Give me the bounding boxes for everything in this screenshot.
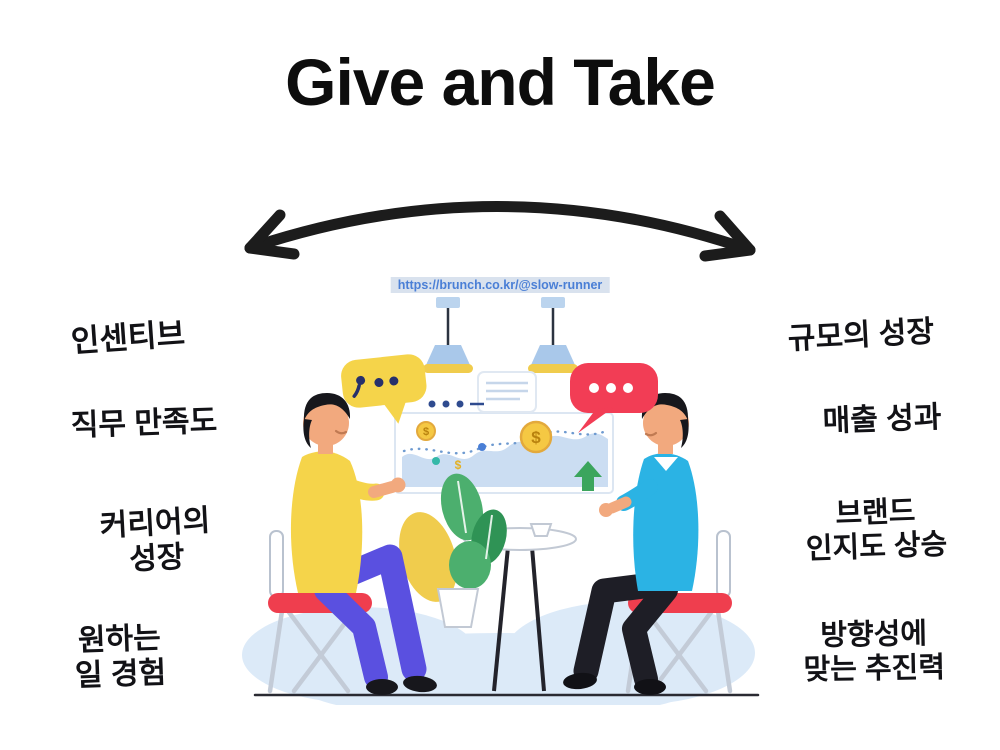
double-curved-arrow-icon [244, 201, 756, 262]
dollar-coin-icon: $ [519, 420, 553, 454]
dollar-symbol: $ [423, 426, 429, 438]
label-scale-growth: 규모의 성장 [787, 315, 935, 356]
yellow-speech-bubble-icon [341, 354, 427, 424]
dollar-coin-small-icon: $ [416, 421, 436, 441]
growth-chart-icon: $ $ $ [394, 412, 614, 494]
label-sales-performance: 매출 성과 [822, 400, 942, 439]
page-title: Give and Take [285, 45, 716, 119]
plant-icon [399, 473, 507, 628]
dollar-symbol: $ [531, 428, 541, 447]
label-desired-experience: 원하는 일 경험 [74, 621, 167, 693]
watermark-url: https://brunch.co.kr/@slow-runner [390, 277, 610, 293]
notes-card-icon [477, 371, 537, 413]
right-person [563, 393, 699, 695]
cup-icon [529, 523, 553, 537]
label-job-satisfaction: 직무 만족도 [70, 404, 218, 443]
dollar-symbol: $ [455, 458, 462, 472]
hanging-lamp-icon [423, 297, 578, 373]
label-career-growth: 커리어의 성장 [99, 504, 212, 577]
dots-row-icon [428, 400, 484, 408]
label-brand-awareness: 브랜드 인지도 상승 [805, 495, 948, 566]
label-direction-momentum: 방향성에 맞는 추진력 [803, 618, 946, 687]
red-speech-bubble-icon [570, 363, 658, 433]
meeting-illustration: $ $ $ [242, 297, 760, 705]
up-arrow-icon [574, 461, 602, 491]
left-person [290, 393, 437, 695]
label-incentive: 인센티브 [69, 316, 187, 359]
